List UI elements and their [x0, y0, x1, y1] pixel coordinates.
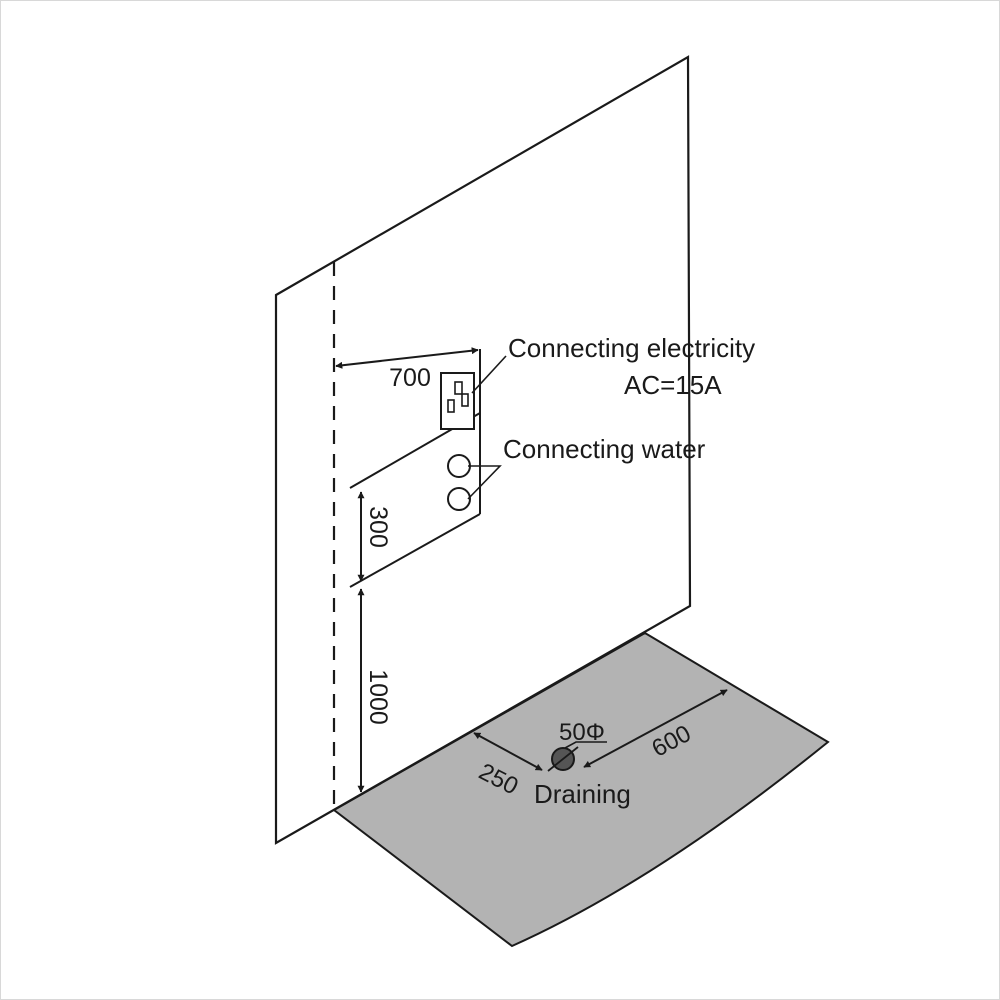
water-leader-line [467, 465, 502, 500]
electricity-rating-label: AC=15A [624, 370, 722, 400]
connection-area-bottom-edge [349, 513, 481, 588]
draining-label: Draining [534, 779, 631, 809]
dimension-700-label: 700 [389, 364, 431, 392]
water-inlet-cold-icon [447, 487, 471, 511]
drain-diameter-label: 50Φ [559, 719, 605, 746]
dimension-1000-label: 1000 [364, 669, 392, 725]
drain-icon [547, 746, 579, 772]
water-inlet-hot-icon [447, 454, 471, 478]
dimension-700-arrow [335, 347, 479, 369]
wall-panel [274, 55, 692, 845]
water-label: Connecting water [503, 434, 706, 464]
electricity-label: Connecting electricity [508, 333, 755, 363]
dimension-250-arrow [473, 732, 543, 771]
dimension-300-label: 300 [364, 506, 392, 548]
power-socket-icon [440, 372, 475, 430]
electricity-leader-line [471, 355, 507, 394]
dimension-600-arrow [583, 689, 728, 768]
